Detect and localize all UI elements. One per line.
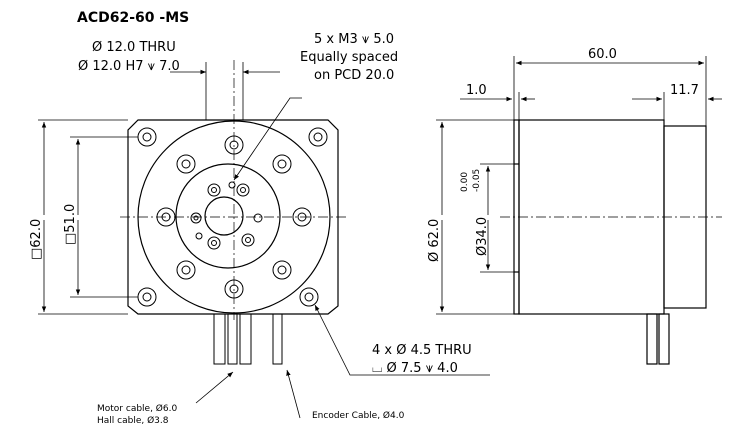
hall-cable-label: Hall cable, Ø3.8: [97, 415, 169, 426]
thread-spec-line2: Equally spaced: [300, 50, 398, 65]
thread-spec-line3: on PCD 20.0: [314, 68, 394, 83]
side-view: [500, 119, 722, 365]
mount-holes-line1: 4 x Ø 4.5 THRU: [372, 343, 472, 358]
rotor-hub: [175, 163, 281, 269]
thread-spec-line1: 5 x M3 ⩛ 5.0: [314, 32, 394, 47]
front-view: [120, 60, 346, 365]
rear-11-7-label: 11.7: [670, 83, 699, 98]
side-dimensions: [436, 56, 722, 315]
bore-fit-label: Ø 12.0 H7 ⩛ 7.0: [78, 59, 180, 74]
front-dimensions: [38, 62, 490, 419]
front-housing-outline: [127, 119, 339, 315]
pilot-34-label: Ø34.0: [475, 217, 490, 256]
diameter-62-label: Ø 62.0: [427, 219, 442, 262]
square-62-label: □62.0: [29, 219, 44, 260]
bore-thru-label: Ø 12.0 THRU: [92, 40, 176, 55]
flange-1-label: 1.0: [466, 83, 487, 98]
cable-outlets: [213, 313, 283, 365]
square-51-label: □51.0: [63, 204, 78, 245]
tolerance-upper-label: 0.00: [460, 172, 470, 192]
shaft-bore: [204, 196, 244, 236]
length-60-label: 60.0: [588, 47, 617, 62]
flange-holes: [156, 135, 312, 299]
tolerance-lower-label: -0.05: [472, 169, 482, 192]
side-cable-2: [658, 313, 670, 365]
mount-holes-line2: ⌴ Ø 7.5 ⩛ 4.0: [372, 361, 458, 376]
motor-cable-label: Motor cable, Ø6.0: [97, 403, 177, 414]
drawing-title: ACD62-60 -MS: [77, 10, 189, 26]
m3-threaded-holes: [190, 181, 263, 250]
encoder-cable-label: Encoder Cable, Ø4.0: [312, 410, 405, 421]
side-cable-1: [646, 313, 658, 365]
front-centre-lines: [120, 60, 346, 320]
